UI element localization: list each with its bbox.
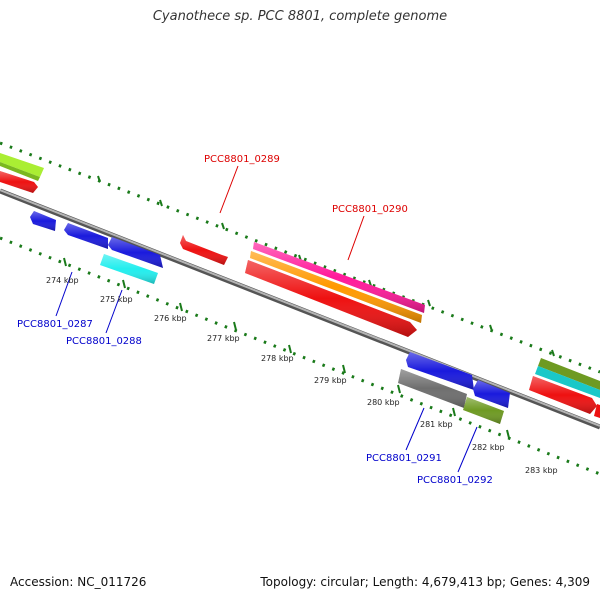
gene-orange-0290[interactable] — [250, 251, 422, 323]
inner-tick-track — [0, 236, 600, 476]
gene-olive-0292[interactable] — [463, 397, 504, 424]
ruler-label-282: 282 kbp — [472, 443, 505, 452]
label-gene-0290[interactable]: PCC8801_0290 — [332, 204, 408, 215]
label-gene-0289[interactable]: PCC8801_0289 — [204, 154, 280, 165]
label-gene-0287[interactable]: PCC8801_0287 — [17, 319, 93, 330]
callout-0289 — [219, 165, 239, 214]
genome-summary-text: Topology: circular; Length: 4,679,413 bp… — [260, 575, 590, 589]
label-gene-0291[interactable]: PCC8801_0291 — [366, 453, 442, 464]
callout-0290 — [347, 215, 365, 261]
callout-0292 — [457, 426, 478, 473]
ruler-label-280: 280 kbp — [367, 398, 400, 407]
inner-major-ticks — [63, 257, 510, 439]
gene-olive-right[interactable] — [538, 358, 600, 390]
gene-blue-0288a[interactable] — [108, 237, 163, 268]
gene-red-left[interactable] — [0, 171, 38, 193]
gene-blue-small-right[interactable] — [473, 380, 510, 408]
label-gene-0292[interactable]: PCC8801_0292 — [417, 475, 493, 486]
gene-red-0290[interactable] — [245, 260, 417, 337]
ruler-label-279: 279 kbp — [314, 376, 347, 385]
ruler-label-283: 283 kbp — [525, 466, 558, 475]
ruler-label-274: 274 kbp — [46, 276, 79, 285]
ruler-label-275: 275 kbp — [100, 295, 133, 304]
callout-0288 — [105, 289, 123, 334]
callout-0287 — [55, 271, 73, 317]
accession-text: Accession: NC_011726 — [10, 575, 147, 589]
gene-magenta-0290[interactable] — [253, 242, 425, 313]
ruler-label-278: 278 kbp — [261, 354, 294, 363]
gene-blue-small[interactable] — [30, 211, 56, 231]
gene-blue-0287[interactable] — [64, 223, 108, 249]
ruler-label-277: 277 kbp — [207, 334, 240, 343]
gene-yellowgreen-left[interactable] — [0, 153, 44, 181]
gene-gray-0291[interactable] — [398, 369, 467, 408]
genome-backbone-highlight — [0, 189, 600, 427]
map-title: Cyanothece sp. PCC 8801, complete genome — [152, 9, 448, 24]
callout-0291 — [405, 407, 425, 451]
gene-red-right[interactable] — [529, 376, 597, 414]
ruler-label-276: 276 kbp — [154, 314, 187, 323]
gene-red-0289[interactable] — [180, 235, 228, 265]
gene-red-right-edge[interactable] — [594, 404, 600, 418]
outer-major-ticks — [97, 175, 555, 357]
label-gene-0288[interactable]: PCC8801_0288 — [66, 336, 142, 347]
ruler-label-281: 281 kbp — [420, 420, 453, 429]
gene-cyan-right[interactable] — [535, 366, 600, 398]
gene-cyan-0288[interactable] — [100, 254, 158, 284]
gene-blue-0291[interactable] — [406, 352, 474, 390]
